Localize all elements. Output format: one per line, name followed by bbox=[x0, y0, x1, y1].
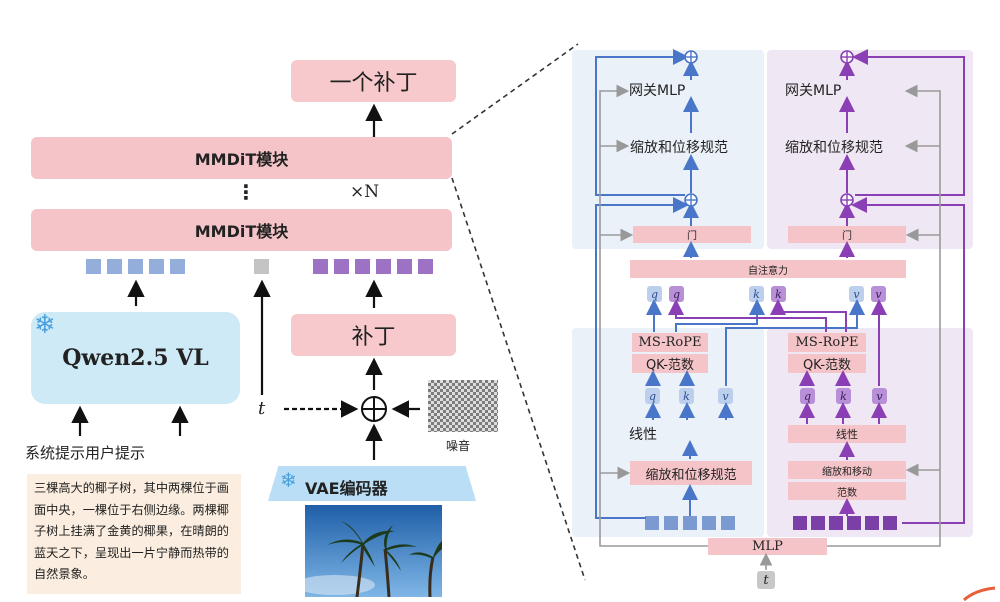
text-token bbox=[664, 516, 678, 530]
gate-left-label: 门 bbox=[687, 231, 697, 242]
linear-right-box: 线性 bbox=[788, 425, 906, 443]
caption-box: 三棵高大的椰子树，其中两棵位于画面中央，一棵位于右侧边缘。两棵椰子树上挂满了金黄… bbox=[27, 474, 241, 594]
text-token bbox=[149, 259, 164, 274]
image-token bbox=[355, 259, 370, 274]
prompt-inputs-label: 系统提示用户提示 bbox=[25, 444, 146, 462]
noise-image bbox=[428, 380, 498, 432]
vae-label: VAE编码器 bbox=[305, 479, 388, 498]
v-left-lower: v bbox=[718, 388, 733, 404]
self-attention-label: 自注意力 bbox=[748, 265, 788, 277]
qknorm-left-box: QK-范数 bbox=[632, 354, 708, 373]
msrope-left-label: MS-RoPE bbox=[638, 335, 702, 350]
q-left-upper: q bbox=[647, 286, 662, 302]
self-attention-box: 自注意力 bbox=[630, 260, 906, 278]
scale-shift-bottom-right-label: 缩放和移动 bbox=[822, 466, 872, 478]
image-token bbox=[334, 259, 349, 274]
qwen-encoder: Qwen2.5 VL bbox=[31, 312, 240, 404]
scale-shift-bottom-left-box: 缩放和位移规范 bbox=[630, 461, 752, 485]
gate-left-box: 门 bbox=[633, 226, 751, 243]
v-right-lower: v bbox=[872, 388, 887, 404]
msrope-right-label: MS-RoPE bbox=[795, 335, 859, 350]
mmdit-block-bottom-label: MMDiT模块 bbox=[194, 222, 289, 241]
image-token bbox=[418, 259, 433, 274]
image-token bbox=[313, 259, 328, 274]
patch-output-box: 一个补丁 bbox=[291, 60, 456, 102]
text-token bbox=[683, 516, 697, 530]
linear-left-label: 线性 bbox=[629, 427, 657, 443]
mlp-label: MLP bbox=[752, 539, 783, 554]
msrope-left-box: MS-RoPE bbox=[632, 333, 708, 352]
scale-shift-top-right-label: 缩放和位移规范 bbox=[785, 140, 883, 156]
patch-input-box: 补丁 bbox=[291, 314, 456, 356]
mmdit-block-top-label: MMDiT模块 bbox=[194, 150, 289, 169]
text-token bbox=[645, 516, 659, 530]
text-tokens-right bbox=[645, 516, 755, 531]
text-token bbox=[107, 259, 122, 274]
image-token bbox=[865, 516, 879, 530]
text-token bbox=[128, 259, 143, 274]
patch-output-label: 一个补丁 bbox=[329, 71, 418, 96]
image-tokens-right bbox=[793, 516, 903, 531]
repeat-dots: ⋮ bbox=[236, 180, 256, 204]
patch-input-label: 补丁 bbox=[351, 325, 396, 350]
image-token bbox=[376, 259, 391, 274]
scale-shift-bottom-left-label: 缩放和位移规范 bbox=[645, 467, 737, 483]
scale-shift-top-left-label: 缩放和位移规范 bbox=[630, 140, 728, 156]
msrope-right-box: MS-RoPE bbox=[788, 333, 866, 352]
k-left-lower: k bbox=[679, 388, 694, 404]
scale-shift-bottom-right-box: 缩放和移动 bbox=[788, 461, 906, 479]
timestep-chip-label: t bbox=[763, 572, 769, 588]
k-right-lower: k bbox=[836, 388, 851, 404]
v-left-upper: v bbox=[849, 286, 864, 302]
qknorm-left-label: QK-范数 bbox=[645, 358, 695, 373]
gate-right-box: 门 bbox=[788, 226, 906, 243]
norm-right-box: 范数 bbox=[788, 482, 906, 500]
linear-right-label: 线性 bbox=[836, 428, 858, 441]
norm-right-label: 范数 bbox=[837, 487, 857, 499]
text-token bbox=[170, 259, 185, 274]
v-right-upper: v bbox=[871, 286, 886, 302]
text-tokens bbox=[86, 259, 190, 275]
gate-mlp-right-label: 网关MLP bbox=[785, 83, 842, 99]
noise-label: 噪音 bbox=[446, 439, 471, 453]
timestep-chip: t bbox=[757, 571, 775, 589]
snowflake-icon: ❄ bbox=[34, 310, 56, 340]
qknorm-right-label: QK-范数 bbox=[802, 358, 852, 373]
q-right-upper: q bbox=[669, 286, 684, 302]
text-token bbox=[721, 516, 735, 530]
q-right-lower: q bbox=[800, 388, 815, 404]
q-left-lower: q bbox=[645, 388, 660, 404]
mmdit-block-bottom: MMDiT模块 bbox=[31, 209, 452, 251]
image-token bbox=[829, 516, 843, 530]
gate-right-label: 门 bbox=[842, 231, 852, 242]
text-token bbox=[86, 259, 101, 274]
mlp-box: MLP bbox=[708, 538, 827, 555]
qwen-label: Qwen2.5 VL bbox=[62, 345, 209, 371]
vae-encoder bbox=[268, 466, 476, 501]
qknorm-right-box: QK-范数 bbox=[788, 354, 866, 373]
caption-text: 三棵高大的椰子树，其中两棵位于画面中央，一棵位于右侧边缘。两棵椰子树上挂满了金黄… bbox=[34, 481, 229, 581]
text-token bbox=[702, 516, 716, 530]
vae-snowflake-icon: ❄ bbox=[280, 468, 297, 492]
image-tokens bbox=[313, 259, 438, 275]
mmdit-block-top: MMDiT模块 bbox=[31, 137, 452, 179]
palm-tree-photo bbox=[305, 505, 442, 597]
k-left-upper: k bbox=[749, 286, 764, 302]
image-token bbox=[811, 516, 825, 530]
timestep-token bbox=[254, 259, 269, 274]
k-right-upper: k bbox=[771, 286, 786, 302]
image-token bbox=[883, 516, 897, 530]
image-token bbox=[397, 259, 412, 274]
image-token bbox=[793, 516, 807, 530]
repeat-count: ×N bbox=[350, 182, 380, 202]
timestep-label: t bbox=[258, 398, 266, 419]
gate-mlp-left-label: 网关MLP bbox=[629, 83, 686, 99]
image-token bbox=[847, 516, 861, 530]
